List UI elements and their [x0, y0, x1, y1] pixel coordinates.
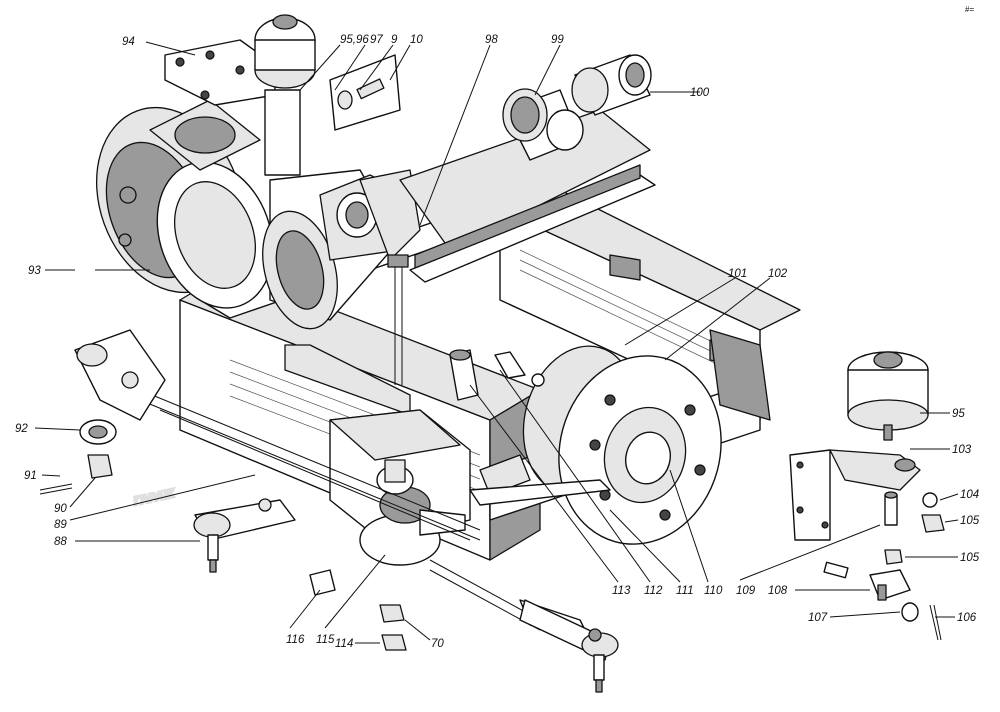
callout-102: 102: [768, 268, 788, 280]
callout-99: 99: [551, 34, 564, 46]
callout-110: 110: [704, 585, 723, 597]
engine-mount-top: [164, 14, 316, 176]
callout-91: 91: [24, 470, 37, 482]
bolt-washer-9-10: [329, 54, 401, 131]
callout-104: 104: [960, 489, 979, 501]
small-parts-center: [309, 349, 545, 651]
callout-107: 107: [808, 612, 828, 624]
leader-lines: [34, 41, 959, 644]
callout-labels: 94 95,96 97 9 10 98 99 100 93 101 102 95…: [15, 34, 980, 650]
callout-113: 113: [612, 585, 631, 597]
callout-98: 98: [485, 34, 498, 46]
callout-106: 106: [957, 612, 977, 624]
watermark-text: ГАРАЖ: [133, 488, 177, 508]
callout-116: 116: [286, 634, 305, 646]
mount-bracket-103: [789, 449, 921, 541]
callout-95: 95: [952, 408, 965, 420]
callout-109: 109: [736, 585, 756, 597]
callout-115: 115: [316, 634, 335, 646]
corner-mark: #=: [965, 5, 974, 14]
callout-101: 101: [728, 268, 747, 280]
callout-100: 100: [690, 87, 710, 99]
callout-105-lower: 105: [960, 552, 980, 564]
tie-rod-end-88: [193, 498, 296, 573]
callout-70: 70: [431, 638, 444, 650]
callout-105-upper: 105: [960, 515, 980, 527]
callout-93: 93: [28, 265, 41, 277]
callout-10: 10: [410, 34, 423, 46]
small-parts-right: [823, 491, 945, 641]
callout-94: 94: [122, 36, 135, 48]
callout-88: 88: [54, 536, 67, 548]
upper-tube-assembly: [399, 54, 656, 283]
steering-housing-93: [95, 99, 274, 309]
callout-95-96: 95,96: [340, 34, 369, 46]
callout-114: 114: [335, 638, 353, 650]
callout-89: 89: [54, 519, 67, 531]
bearing-bracket: [262, 169, 421, 385]
callout-103: 103: [952, 444, 972, 456]
callout-108: 108: [768, 585, 788, 597]
brake-drum-assembly: [522, 329, 771, 545]
front-lever-bracket: [329, 409, 471, 566]
callout-112: 112: [644, 585, 663, 597]
callout-9: 9: [391, 34, 398, 46]
callout-90: 90: [54, 503, 67, 515]
callout-97: 97: [370, 34, 383, 46]
callout-111: 111: [676, 585, 693, 597]
callout-92: 92: [15, 423, 28, 435]
tie-rod-end-right: [519, 599, 619, 693]
steering-arm-left: [39, 329, 166, 495]
engine-mount-right: [847, 351, 929, 441]
